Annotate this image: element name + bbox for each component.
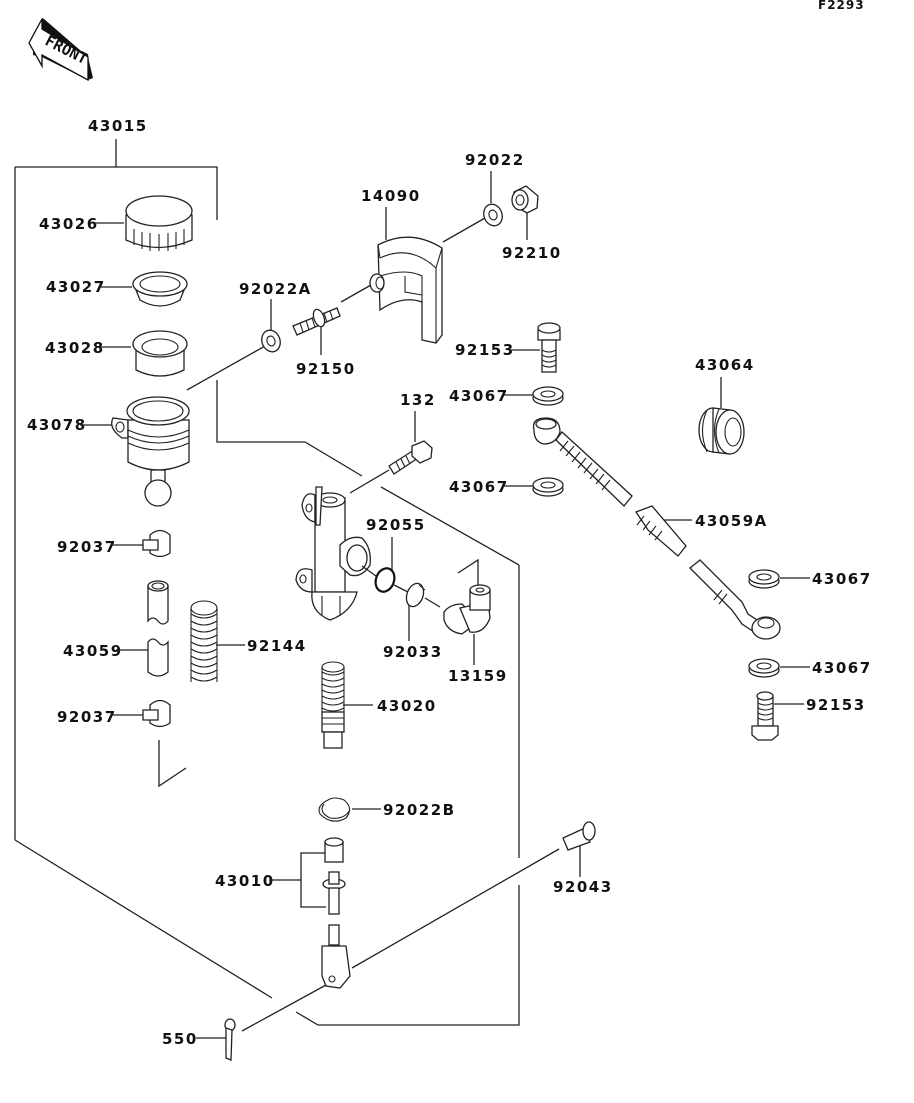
part-label-92022B: 92022B [383,801,456,819]
part-label-92150: 92150 [296,360,356,378]
master-cylinder-icon [295,486,371,621]
part-label-43020: 43020 [377,697,437,715]
washer-a-icon [261,329,281,353]
part-label-43064: 43064 [695,356,755,374]
reservoir-hose-icon [147,580,169,677]
banjo-bolt-lower-icon [751,691,779,741]
part-label-43067-2: 43067 [449,478,509,496]
cotter-pin-icon [224,1018,236,1061]
flange-bolt-icon [388,440,433,475]
piston-spring-icon [321,661,345,749]
pin-icon [562,821,596,851]
part-label-92153-upper: 92153 [455,341,515,359]
part-label-92037-upper: 92037 [57,538,117,556]
part-label-43067-3: 43067 [812,570,872,588]
front-arrow-icon: FRONT [28,18,93,82]
part-label-43067-1: 43067 [449,387,509,405]
part-label-92037-lower: 92037 [57,708,117,726]
cover-icon [369,236,443,344]
banjo-bolt-upper-icon [537,322,561,373]
part-label-92022: 92022 [465,151,525,169]
gasket-2-icon [532,477,564,497]
piston-assembly-icon [321,837,351,989]
part-label-92210: 92210 [502,244,562,262]
part-label-43059: 43059 [63,642,123,660]
gasket-1-icon [532,386,564,406]
nut-icon [511,185,539,214]
part-label-92144: 92144 [247,637,307,655]
part-label-43010: 43010 [215,872,275,890]
part-label-43059A: 43059A [695,512,768,530]
hose-clamp-upper-icon [142,529,171,558]
diaphragm-plate-icon [132,271,188,307]
part-label-43078: 43078 [27,416,87,434]
reference-code: F2293 [818,0,865,12]
reservoir-icon [111,396,190,507]
part-label-92033: 92033 [383,643,443,661]
part-label-43067-4: 43067 [812,659,872,677]
part-label-13159: 13159 [448,667,508,685]
part-label-550: 550 [162,1030,198,1048]
gasket-3-icon [748,569,780,589]
part-label-43027: 43027 [46,278,106,296]
diaphragm-icon [132,330,188,377]
part-label-132: 132 [400,391,436,409]
washer-icon [483,203,503,227]
part-label-92055: 92055 [366,516,426,534]
part-label-14090: 14090 [361,187,421,205]
circlip-icon [405,582,426,608]
gasket-4-icon [748,658,780,678]
elbow-fitting-icon [443,584,491,635]
hose-clamp-lower-icon [142,699,171,728]
reservoir-cap-icon [125,195,193,251]
assembly-bracket [14,139,520,1026]
brake-hose-icon [532,417,781,640]
part-label-92022A: 92022A [239,280,312,298]
part-label-43015: 43015 [88,117,148,135]
hose-spring-icon [190,600,218,682]
snap-ring-icon [318,797,351,822]
part-label-92153-lower: 92153 [806,696,866,714]
part-label-43028: 43028 [45,339,105,357]
part-label-43026: 43026 [39,215,99,233]
o-ring-icon [374,567,396,593]
part-label-92043: 92043 [553,878,613,896]
grommet-icon [698,407,745,455]
stud-bolt-icon [292,307,341,336]
